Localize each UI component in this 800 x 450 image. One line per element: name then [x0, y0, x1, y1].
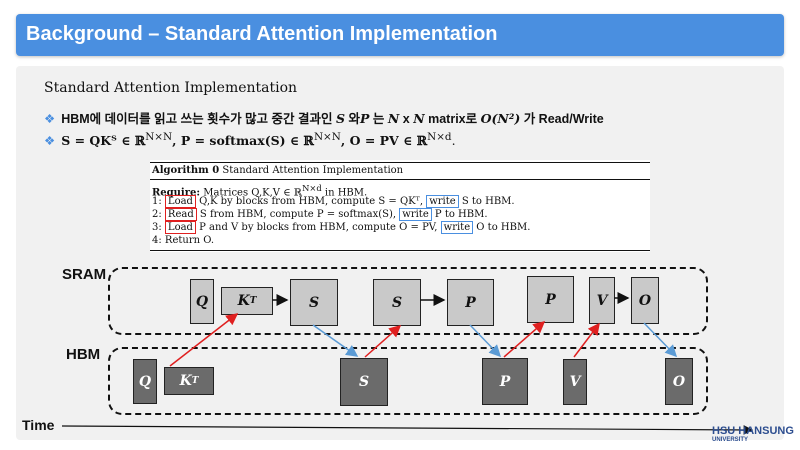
title-bar: Background – Standard Attention Implemen… [16, 14, 784, 56]
sram-q-block: Q [190, 279, 214, 324]
algorithm-require: Require: Matrices Q,K,V ∈ ℝN×d in HBM. [152, 183, 368, 199]
section-subtitle: Standard Attention Implementation [44, 80, 298, 96]
sram-s-block-2: S [373, 279, 421, 326]
load-arrow-v [573, 322, 600, 358]
hbm-o-block: O [665, 358, 693, 405]
sram-p-block-2: P [527, 276, 574, 323]
load-arrow-p [503, 321, 546, 358]
sram-o-block: O [631, 277, 659, 324]
algorithm-line-1: 1: Load Q,K by blocks from HBM, compute … [152, 195, 515, 208]
write-highlight: write [440, 221, 474, 234]
sram-region [108, 267, 708, 335]
write-arrow-o [643, 322, 678, 358]
algorithm-line-4: 4: Return O. [152, 235, 215, 246]
read-highlight: Read [164, 208, 197, 221]
hbm-p-block: P [482, 358, 528, 405]
hbm-q-block: Q [133, 359, 157, 404]
load-arrow-kt [169, 313, 239, 367]
load-highlight: Load [164, 221, 196, 234]
sram-v-block: V [589, 277, 615, 324]
write-arrow-p [469, 324, 502, 358]
load-highlight: Load [164, 195, 196, 208]
algorithm-line-2: 2: Read S from HBM, compute P = softmax(… [152, 208, 488, 221]
algorithm-box: Algorithm 0 Standard Attention Implement… [150, 160, 650, 252]
algorithm-top-rule [150, 162, 650, 163]
write-highlight: write [399, 208, 432, 221]
write-arrow-s [312, 324, 359, 357]
time-axis-arrow [61, 425, 754, 435]
algorithm-line-3: 3: Load P and V by blocks from HBM, comp… [152, 221, 531, 234]
time-axis-label: Time [22, 417, 55, 433]
bullet-equations: ❖S = QKᵀ ∈ ℝN×N, P = softmax(S) ∈ ℝN×N, … [44, 131, 456, 149]
hbm-label: HBM [66, 346, 101, 363]
diamond-bullet-icon: ❖ [44, 133, 56, 149]
hbm-region [108, 347, 708, 415]
hbm-s-block: S [340, 358, 388, 406]
load-arrow-s [364, 325, 402, 358]
slide-title: Background – Standard Attention Implemen… [26, 23, 498, 45]
algorithm-bottom-rule [150, 250, 650, 251]
bullet-hbm-readwrite: ❖HBM에 데이터를 읽고 쓰는 횟수가 많고 중간 결과인 S 와P 는 N … [44, 111, 604, 126]
hbm-v-block: V [563, 359, 587, 405]
write-highlight: write [426, 195, 459, 208]
diamond-bullet-icon: ❖ [44, 112, 56, 126]
algorithm-mid-rule [150, 179, 650, 180]
algorithm-title: Algorithm 0 Standard Attention Implement… [152, 165, 404, 176]
sram-label: SRAM [62, 266, 107, 283]
